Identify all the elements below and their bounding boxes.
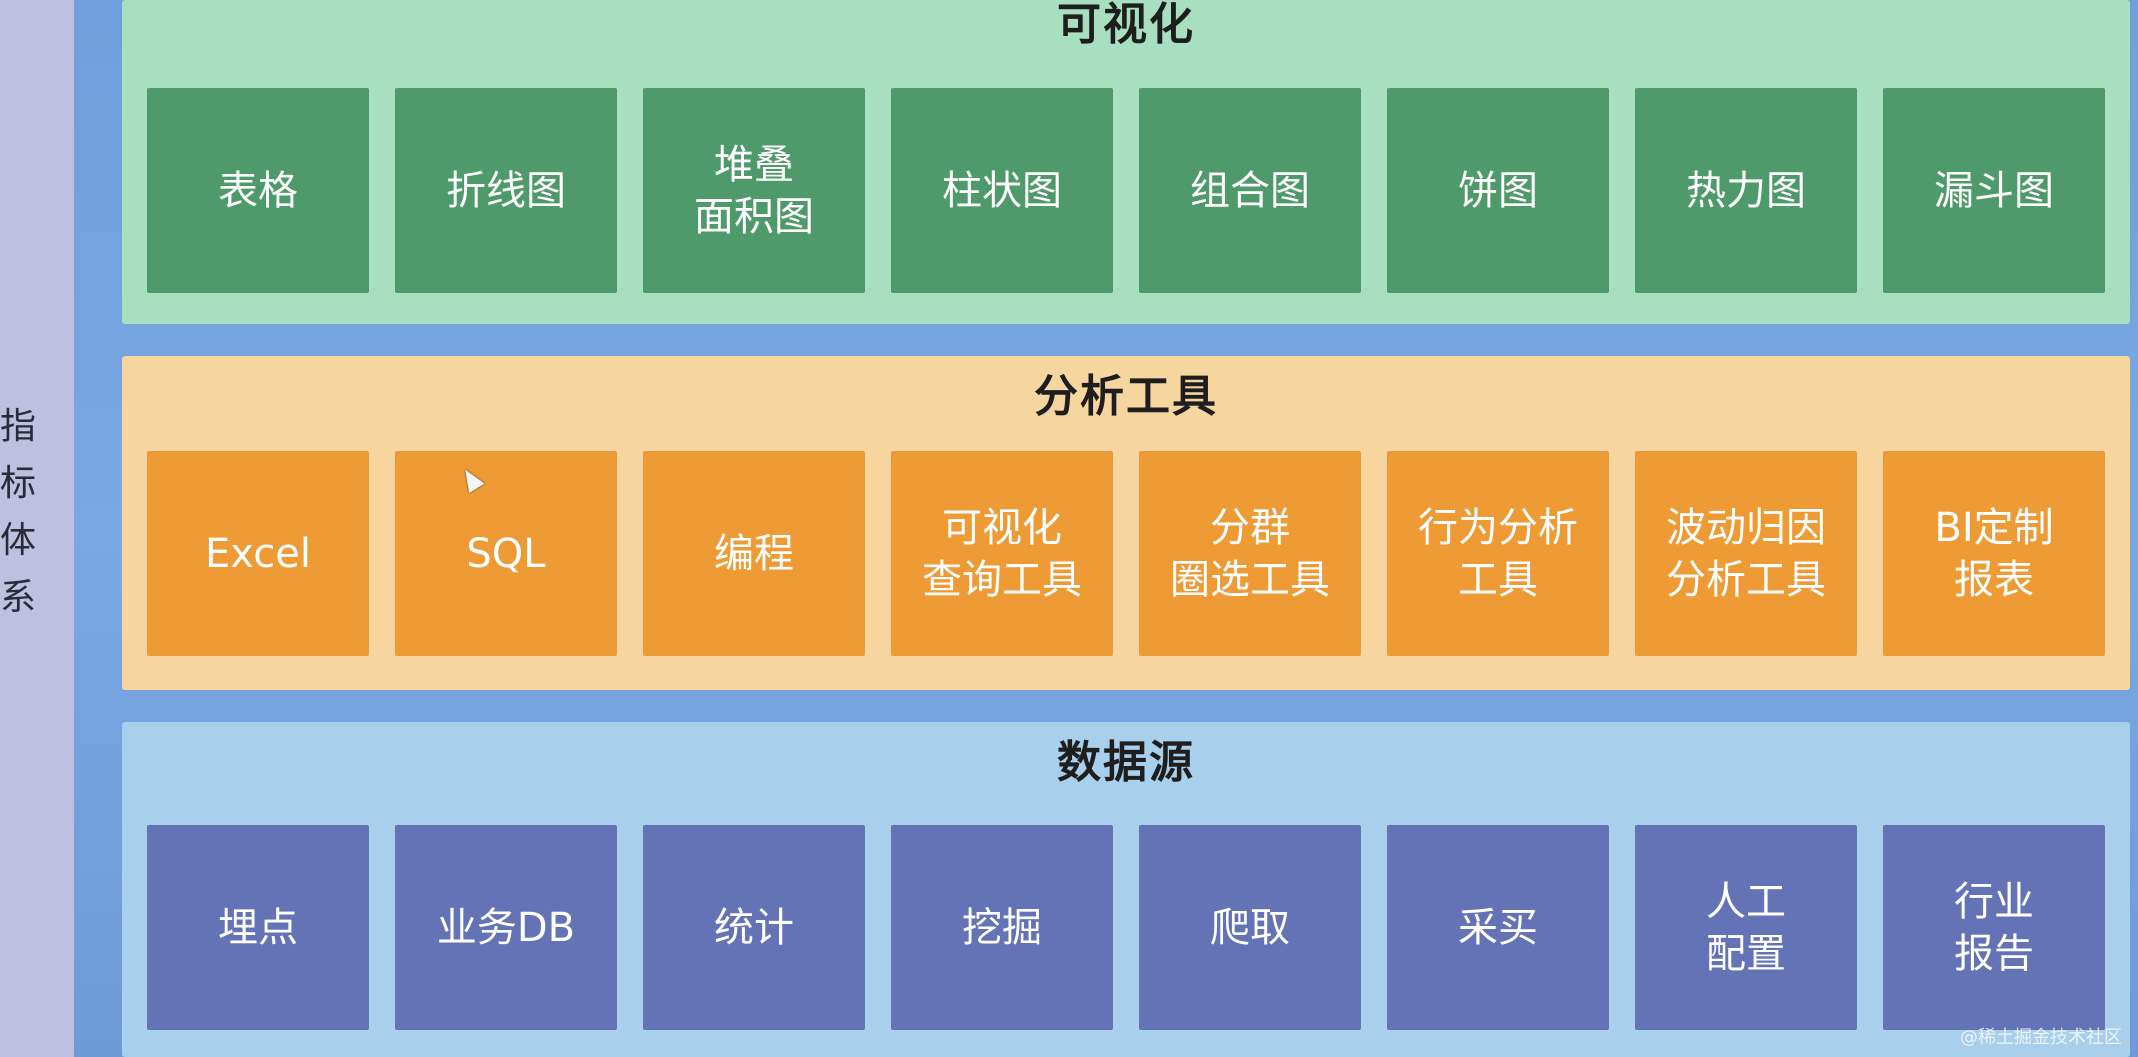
source-item-purchase: 采买 xyxy=(1387,825,1609,1030)
tool-item-segmentation: 分群 圈选工具 xyxy=(1139,451,1361,656)
source-item-statistics: 统计 xyxy=(643,825,865,1030)
viz-item-table: 表格 xyxy=(147,88,369,293)
tool-item-behavior-analysis: 行为分析 工具 xyxy=(1387,451,1609,656)
source-item-tracking: 埋点 xyxy=(147,825,369,1030)
source-item-industry-report: 行业 报告 xyxy=(1883,825,2105,1030)
tool-item-sql: SQL xyxy=(395,451,617,656)
sidebar-panel: 指 标 体 系 xyxy=(0,0,74,1057)
section-title-data-sources: 数据源 xyxy=(1057,737,1195,788)
watermark: @稀土掘金技术社区 xyxy=(1960,1027,2122,1048)
viz-item-stacked-area-chart: 堆叠 面积图 xyxy=(643,88,865,293)
section-title-analysis-tools: 分析工具 xyxy=(1034,371,1218,422)
tool-item-excel: Excel xyxy=(147,451,369,656)
tool-item-attribution: 波动归因 分析工具 xyxy=(1635,451,1857,656)
section-title-visualization: 可视化 xyxy=(1057,0,1195,50)
tool-item-visual-query: 可视化 查询工具 xyxy=(891,451,1113,656)
section-visualization: 可视化 表格 折线图 堆叠 面积图 柱状图 组合图 饼图 热力图 漏斗图 xyxy=(122,0,2130,324)
source-item-business-db: 业务DB xyxy=(395,825,617,1030)
source-item-crawling: 爬取 xyxy=(1139,825,1361,1030)
section-analysis-tools: 分析工具 Excel SQL 编程 可视化 查询工具 分群 圈选工具 行为分析 … xyxy=(122,356,2130,690)
indicator-system-label: 指 标 体 系 xyxy=(0,406,37,618)
source-item-manual-config: 人工 配置 xyxy=(1635,825,1857,1030)
viz-item-heatmap: 热力图 xyxy=(1635,88,1857,293)
section-data-sources: 数据源 埋点 业务DB 统计 挖掘 爬取 采买 人工 配置 行业 报告 xyxy=(122,722,2130,1057)
tool-item-programming: 编程 xyxy=(643,451,865,656)
tool-item-bi-report: BI定制 报表 xyxy=(1883,451,2105,656)
viz-item-bar-chart: 柱状图 xyxy=(891,88,1113,293)
viz-item-funnel-chart: 漏斗图 xyxy=(1883,88,2105,293)
source-item-mining: 挖掘 xyxy=(891,825,1113,1030)
viz-item-pie-chart: 饼图 xyxy=(1387,88,1609,293)
viz-item-combo-chart: 组合图 xyxy=(1139,88,1361,293)
viz-item-line-chart: 折线图 xyxy=(395,88,617,293)
